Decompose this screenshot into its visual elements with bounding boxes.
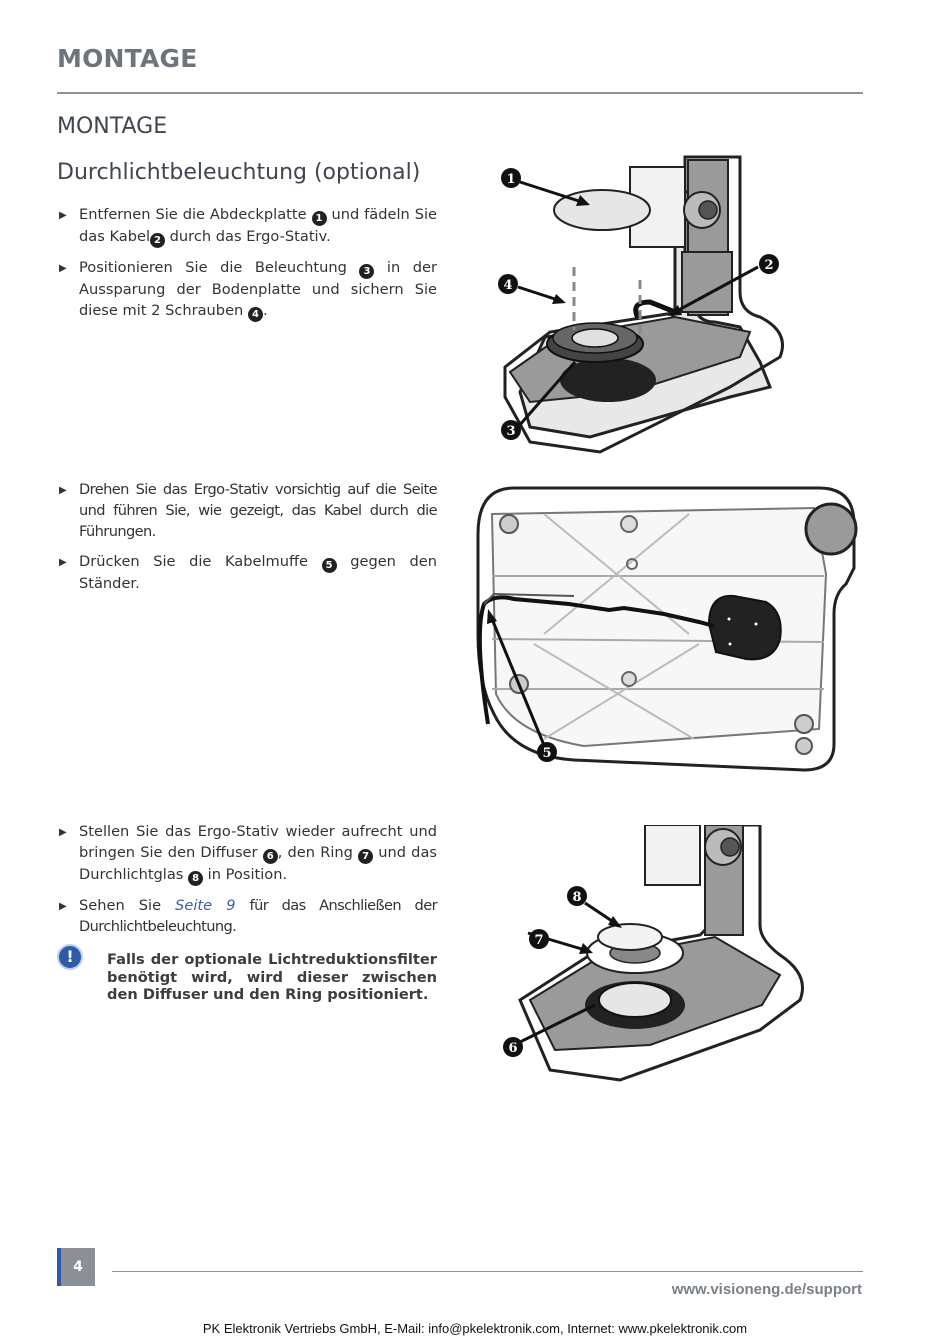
- callout-badge: 6: [262, 849, 278, 864]
- callout-badge: 5: [321, 558, 337, 573]
- subsection-title: Durchlichtbeleuchtung (optional): [57, 160, 421, 185]
- list-item: ▶Drehen Sie das Ergo-Stativ vorsichtig a…: [59, 481, 438, 540]
- bullet-arrow-icon: ▶: [59, 901, 67, 912]
- bullet-arrow-icon: ▶: [59, 210, 67, 221]
- bullet-arrow-icon: ▶: [59, 485, 67, 496]
- page-link[interactable]: Seite 9: [175, 897, 236, 914]
- warning-icon: !: [57, 944, 83, 970]
- figure-illumination-install: 1 2 3 4: [498, 155, 784, 454]
- callout-2: 2: [759, 254, 779, 274]
- footer-rule: [112, 1271, 863, 1272]
- list-item: ▶Stellen Sie das Ergo-Stativ wieder aufr…: [59, 823, 437, 886]
- list-item: ▶Sehen Sie Seite 9 für das Anschließen d…: [59, 897, 438, 935]
- bullet-arrow-icon: ▶: [59, 263, 67, 274]
- svg-text:5: 5: [542, 746, 551, 761]
- callout-5: 5: [537, 742, 557, 762]
- callout-badge: 2: [150, 233, 166, 248]
- bullet-arrow-icon: ▶: [59, 557, 67, 568]
- callout-badge: 7: [358, 849, 374, 864]
- header-title: MONTAGE: [57, 44, 198, 73]
- list-item: ▶Entfernen Sie die Abdeckplatte 1 und fä…: [59, 206, 438, 248]
- figure-base-underside: 5: [476, 486, 858, 772]
- callout-3: 3: [501, 420, 521, 440]
- callout-8: 8: [567, 886, 587, 906]
- figure-diffuser-ring-glass: 6 7 8: [503, 825, 804, 1082]
- svg-text:1: 1: [506, 172, 515, 187]
- svg-text:2: 2: [764, 258, 773, 273]
- callout-badge: 4: [247, 307, 263, 322]
- svg-text:3: 3: [506, 424, 515, 439]
- list-item: ▶Drücken Sie die Kabelmuffe 5 gegen den …: [59, 553, 437, 592]
- bullet-arrow-icon: ▶: [59, 827, 67, 838]
- instruction-list-2: ▶Drehen Sie das Ergo-Stativ vorsichtig a…: [57, 479, 438, 603]
- callout-badge: 3: [359, 264, 375, 279]
- callout-badge: 1: [311, 211, 327, 226]
- section-title: MONTAGE: [57, 114, 168, 139]
- instruction-list-1: ▶Entfernen Sie die Abdeckplatte 1 und fä…: [57, 204, 437, 331]
- list-item: ▶Positionieren Sie die Beleuchtung 3 in …: [59, 259, 437, 322]
- footer-company: PK Elektronik Vertriebs GmbH, E-Mail: in…: [202, 1321, 748, 1336]
- svg-text:8: 8: [572, 890, 581, 905]
- svg-text:7: 7: [534, 933, 543, 948]
- instruction-list-3: ▶Stellen Sie das Ergo-Stativ wieder aufr…: [57, 821, 438, 946]
- callout-1: 1: [501, 168, 521, 188]
- svg-text:6: 6: [508, 1041, 517, 1056]
- footer-url[interactable]: www.visioneng.de/support: [671, 1281, 862, 1298]
- callout-4: 4: [498, 274, 518, 294]
- page-number: 4: [57, 1248, 95, 1286]
- callout-7: 7: [529, 929, 549, 949]
- svg-text:4: 4: [503, 278, 512, 293]
- callout-6: 6: [503, 1037, 523, 1057]
- header-rule: [57, 92, 863, 94]
- note-text: Falls der optionale Lichtreduktionsfilte…: [107, 951, 437, 1003]
- callout-badge: 8: [188, 871, 204, 886]
